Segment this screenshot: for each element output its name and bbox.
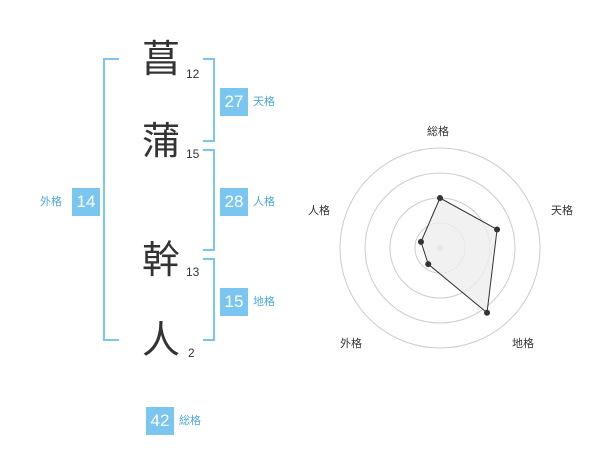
chikaku-value-badge: 15 [220,288,248,316]
radar-grid-ring [339,147,541,349]
radar-label-chikaku: 地格 [512,337,534,350]
gaikaku-label: 外格 [40,195,62,208]
radar-point-1 [437,195,443,201]
chikaku-label: 地格 [253,295,275,308]
radar-label-gaikaku: 外格 [340,337,362,350]
radar-point-2 [494,226,501,233]
tenkaku-value-badge: 27 [220,88,248,116]
soukaku-label: 総格 [179,414,201,427]
soukaku-value-badge: 42 [146,407,174,435]
name-char-2: 蒲 [142,119,181,163]
radar-point-3 [484,309,491,316]
stroke-count-1: 12 [186,67,200,81]
name-char-4: 人 [142,318,181,362]
tenkaku-bracket [203,58,215,142]
radar-grid-ring [364,172,516,324]
name-char-1: 菖 [142,37,181,81]
stroke-count-3: 13 [186,265,200,279]
chikaku-bracket [203,258,215,341]
tenkaku-label: 天格 [253,95,275,108]
gaikaku-value-badge: 14 [72,188,100,216]
radar-label-jinkaku: 人格 [308,204,330,217]
stroke-count-4: 2 [188,346,195,360]
jinkaku-value-badge: 28 [220,188,248,216]
radar-series-polygon [420,197,498,314]
radar-point-5 [417,238,424,245]
gaikaku-bracket [103,58,119,341]
radar-label-tenkaku: 天格 [551,204,573,217]
jinkaku-bracket [203,149,215,251]
name-char-3: 幹 [142,238,181,282]
stroke-count-2: 15 [186,147,200,161]
jinkaku-label: 人格 [253,195,275,208]
radar-label-soukaku: 総格 [427,125,449,138]
radar-point-4 [425,261,432,268]
